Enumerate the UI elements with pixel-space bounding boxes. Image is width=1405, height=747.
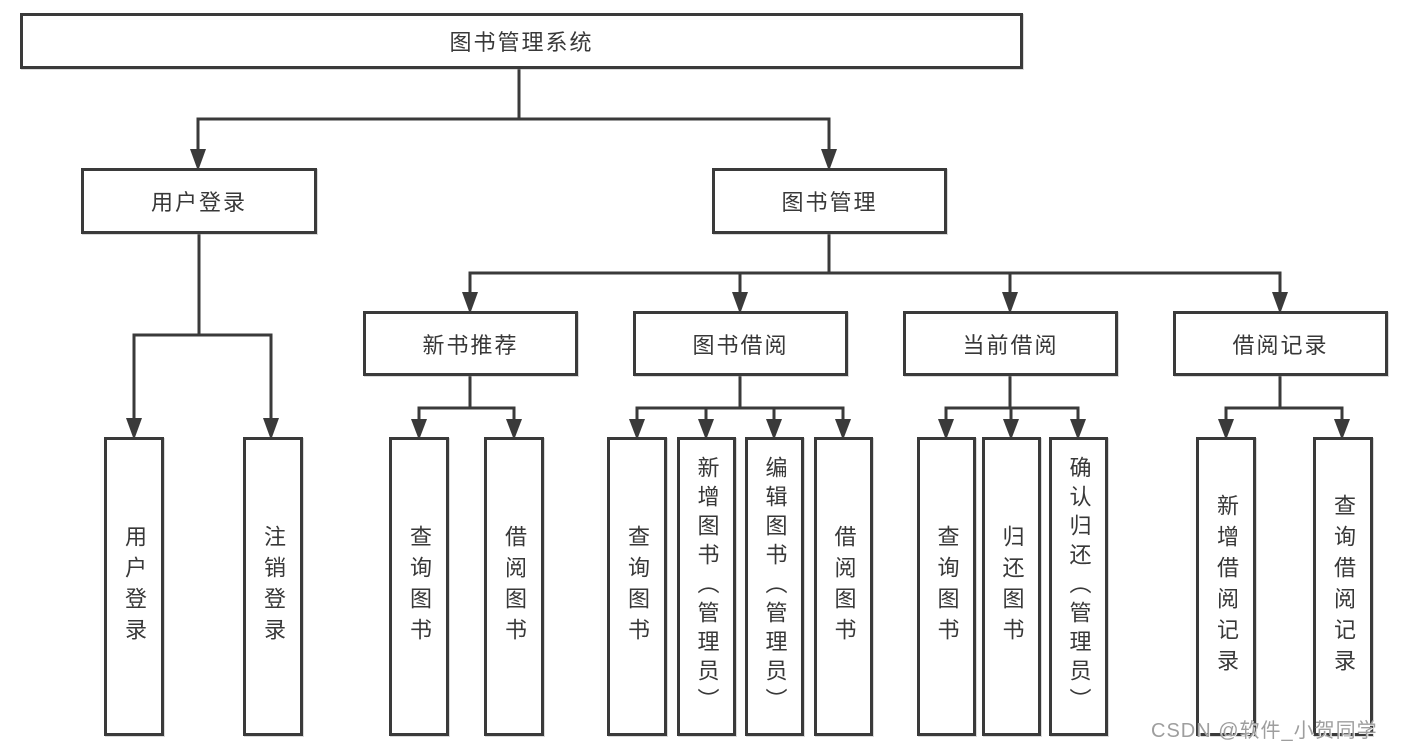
node-book-management: 图书管理	[712, 168, 947, 234]
node-user-login: 用户登录	[81, 168, 317, 234]
leaf-add-borrow-record: 新增借阅记录	[1196, 437, 1256, 736]
node-borrowing-records: 借阅记录	[1173, 311, 1388, 376]
leaf-return-book: 归还图书	[982, 437, 1041, 736]
leaf-query-books-current: 查询图书	[917, 437, 976, 736]
leaf-user-login: 用户登录	[104, 437, 164, 736]
leaf-confirm-return-admin: 确认归还（管理员）	[1049, 437, 1108, 736]
leaf-add-book-admin: 新增图书（管理员）	[677, 437, 736, 736]
leaf-query-borrow-record: 查询借阅记录	[1313, 437, 1373, 736]
leaf-edit-book-admin: 编辑图书（管理员）	[745, 437, 804, 736]
leaf-borrow-books-recommend: 借阅图书	[484, 437, 544, 736]
watermark: CSDN @软件_小贺同学	[1151, 720, 1378, 742]
node-current-borrowing: 当前借阅	[903, 311, 1118, 376]
leaf-query-books-recommend: 查询图书	[389, 437, 449, 736]
node-root-system: 图书管理系统	[20, 13, 1023, 69]
node-new-book-recommend: 新书推荐	[363, 311, 578, 376]
leaf-logout: 注销登录	[243, 437, 303, 736]
leaf-query-books-borrowing: 查询图书	[607, 437, 667, 736]
leaf-borrow-books-borrowing: 借阅图书	[814, 437, 873, 736]
node-book-borrowing: 图书借阅	[633, 311, 848, 376]
